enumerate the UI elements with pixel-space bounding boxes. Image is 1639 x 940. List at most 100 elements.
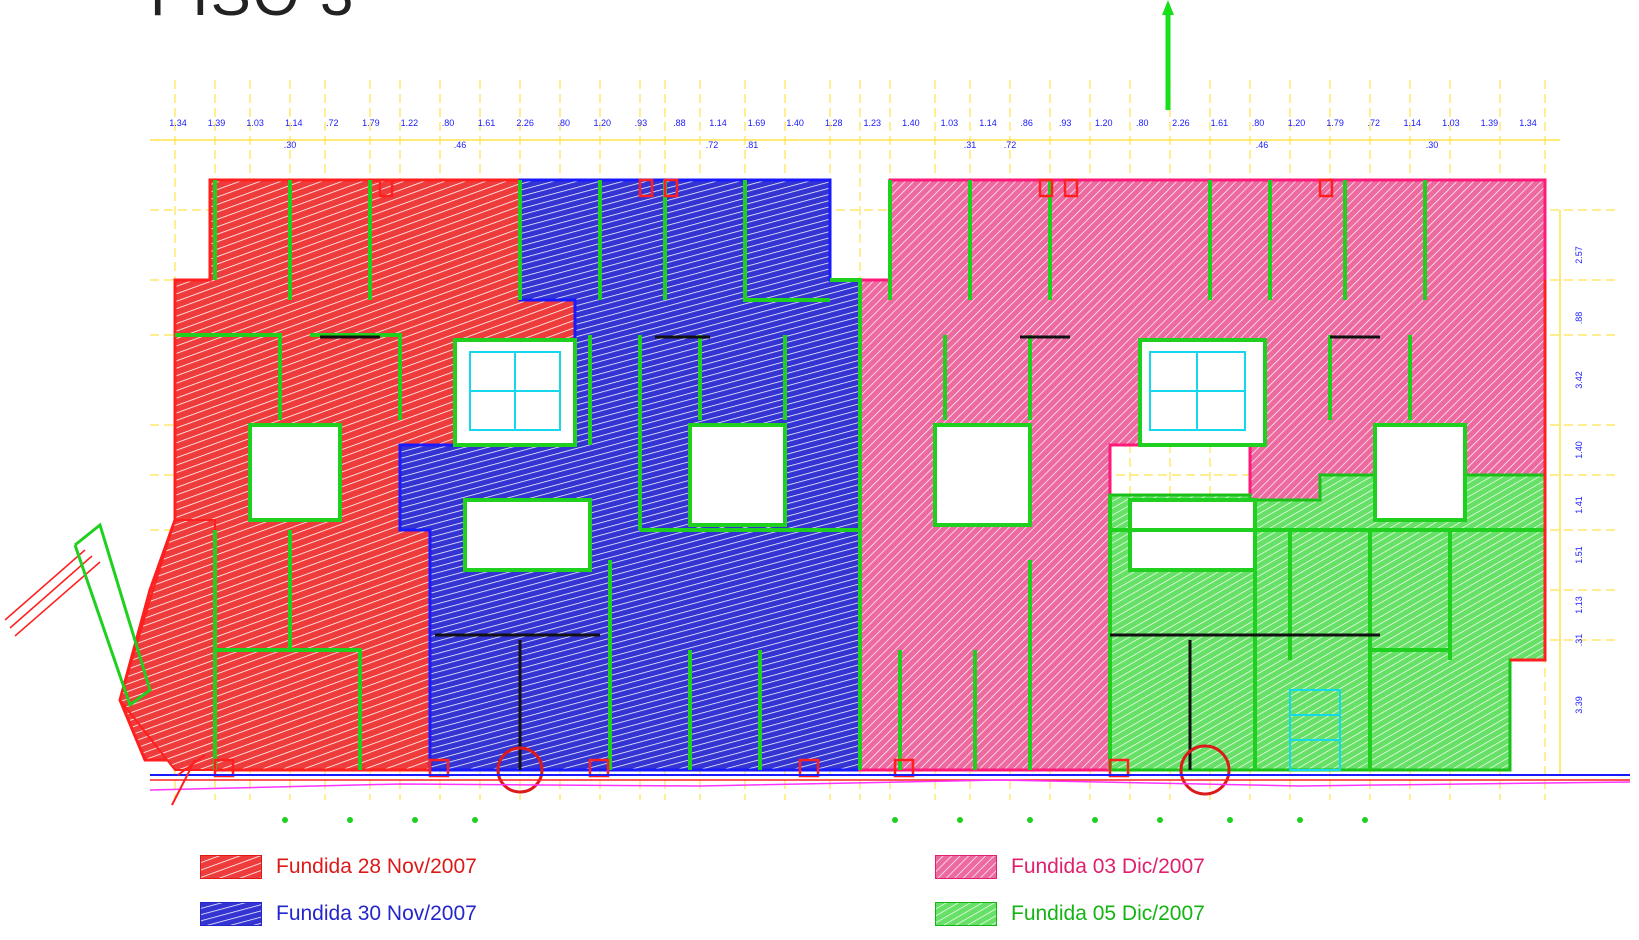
dimension-label: 1.34 <box>1519 118 1537 128</box>
dimension-label: 1.14 <box>1404 118 1422 128</box>
dimension-label: 1.03 <box>246 118 264 128</box>
dimension-label: .93 <box>1059 118 1072 128</box>
axis-marker-dot <box>957 817 963 823</box>
axis-marker-dot <box>1027 817 1033 823</box>
stairwells <box>469 351 1341 771</box>
legend-swatch-pink <box>935 855 997 879</box>
side-dimension-label: 3.42 <box>1574 371 1584 389</box>
legend-swatch-green <box>935 902 997 926</box>
legend-item-05-dic: Fundida 05 Dic/2007 <box>935 902 1205 926</box>
left-ramp-green <box>73 522 152 708</box>
axis-marker-dot <box>1362 817 1368 823</box>
dimension-label: .93 <box>635 118 648 128</box>
dimension-label: 1.69 <box>748 118 766 128</box>
side-dimension-group: 2.57 <box>1574 246 1584 264</box>
dimension-label: 1.28 <box>825 118 843 128</box>
dimension-sublabel: .72 <box>706 140 719 150</box>
axis-marker-dot <box>1227 817 1233 823</box>
dimension-label: 1.20 <box>1288 118 1306 128</box>
legend-swatch-red <box>200 855 262 879</box>
dimension-sublabel: .31 <box>964 140 977 150</box>
left-ramp-lines <box>4 549 101 637</box>
dimension-sublabel: .72 <box>1004 140 1017 150</box>
dimension-label: 2.26 <box>1172 118 1190 128</box>
dimension-label: .72 <box>326 118 339 128</box>
dimension-label: .86 <box>1020 118 1033 128</box>
legend-swatch-blue <box>200 902 262 926</box>
side-dimension-group: 1.40 <box>1574 441 1584 459</box>
legend-label: Fundida 03 Dic/2007 <box>1011 855 1205 878</box>
side-dimension-label: 1.51 <box>1574 546 1584 564</box>
interior-walls <box>175 180 1545 770</box>
axis-marker-dot <box>412 817 418 823</box>
side-dimension-label: .88 <box>1574 312 1584 325</box>
dimension-label: 1.61 <box>1211 118 1229 128</box>
dimension-label: 1.40 <box>786 118 804 128</box>
dimension-label: .72 <box>1367 118 1380 128</box>
dimension-label: .80 <box>1136 118 1149 128</box>
side-dimension-group: .88 <box>1574 312 1584 325</box>
axis-marker-dots <box>282 817 1368 823</box>
axis-marker-dot <box>347 817 353 823</box>
dimension-label: 1.39 <box>1481 118 1499 128</box>
side-dimension-labels: 2.57 .88 3.42 1.40 1.41 1.51 1.13 .31 3.39 <box>1574 246 1584 714</box>
dimension-label: 1.14 <box>979 118 997 128</box>
side-dimension-group: 1.13 <box>1574 596 1584 614</box>
dimension-label: .80 <box>1252 118 1265 128</box>
side-dimension-group: .31 <box>1574 634 1584 647</box>
manhole-circles <box>496 744 1231 796</box>
dimension-label: 1.61 <box>478 118 496 128</box>
dimension-label: 1.22 <box>401 118 419 128</box>
dimension-label: .80 <box>442 118 455 128</box>
side-dimension-group: 3.42 <box>1574 371 1584 389</box>
side-dimension-label: 3.39 <box>1574 696 1584 714</box>
dimension-label: 1.23 <box>864 118 882 128</box>
side-dimension-group: 1.51 <box>1574 546 1584 564</box>
side-dimension-label: 1.41 <box>1574 496 1584 514</box>
dimension-label: 1.03 <box>941 118 959 128</box>
legend-label: Fundida 05 Dic/2007 <box>1011 902 1205 925</box>
page-title: PISO 3 <box>150 0 355 29</box>
side-dimension-label: 1.40 <box>1574 441 1584 459</box>
axis-marker-dot <box>1157 817 1163 823</box>
axis-marker-dot <box>1092 817 1098 823</box>
top-dimension-labels: 1.34 1.39 1.03 1.14 .72 1.79 1.22 .80 1.61 2.26 .8… <box>169 118 1537 128</box>
legend-label: Fundida 30 Nov/2007 <box>276 902 477 925</box>
dimension-label: 1.34 <box>169 118 187 128</box>
dimension-sublabel: .30 <box>1426 140 1439 150</box>
left-ramp-red-small <box>171 754 206 806</box>
side-dimension-label: .31 <box>1574 634 1584 647</box>
axis-marker-dot <box>282 817 288 823</box>
right-boundary-line <box>1510 280 1547 662</box>
side-dimension-group: 3.39 <box>1574 696 1584 714</box>
side-dimension-group: 1.41 <box>1574 496 1584 514</box>
dimension-label: 1.39 <box>208 118 226 128</box>
dimension-label: .80 <box>557 118 570 128</box>
north-arrow-icon <box>1162 0 1174 110</box>
dimension-label: 1.20 <box>1095 118 1113 128</box>
top-dimension-sublabels: .30 .46 .72 .81 .31 .72 .46 .30 <box>284 140 1439 150</box>
dimension-sublabel: .30 <box>284 140 297 150</box>
dimension-sublabel: .46 <box>1256 140 1269 150</box>
bottom-edge-lines <box>149 774 1631 791</box>
dimension-label: 2.26 <box>516 118 534 128</box>
dimension-label: 1.14 <box>285 118 303 128</box>
legend-label: Fundida 28 Nov/2007 <box>276 855 477 878</box>
dimension-label: 1.03 <box>1442 118 1460 128</box>
axis-marker-dot <box>1297 817 1303 823</box>
dimension-label: 1.14 <box>709 118 727 128</box>
dimension-label: 1.40 <box>902 118 920 128</box>
dimension-label: 1.20 <box>594 118 612 128</box>
dimension-label: 1.79 <box>362 118 380 128</box>
dimension-sublabel: .46 <box>454 140 467 150</box>
axis-marker-dot <box>892 817 898 823</box>
dimension-label: 1.79 <box>1326 118 1344 128</box>
side-dimension-label: 2.57 <box>1574 246 1584 264</box>
legend-item-30-nov: Fundida 30 Nov/2007 <box>200 902 477 926</box>
legend-item-03-dic: Fundida 03 Dic/2007 <box>935 855 1205 879</box>
dimension-label: .88 <box>673 118 686 128</box>
dimension-sublabel: .81 <box>746 140 759 150</box>
side-dimension-label: 1.13 <box>1574 596 1584 614</box>
legend-item-28-nov: Fundida 28 Nov/2007 <box>200 855 477 879</box>
